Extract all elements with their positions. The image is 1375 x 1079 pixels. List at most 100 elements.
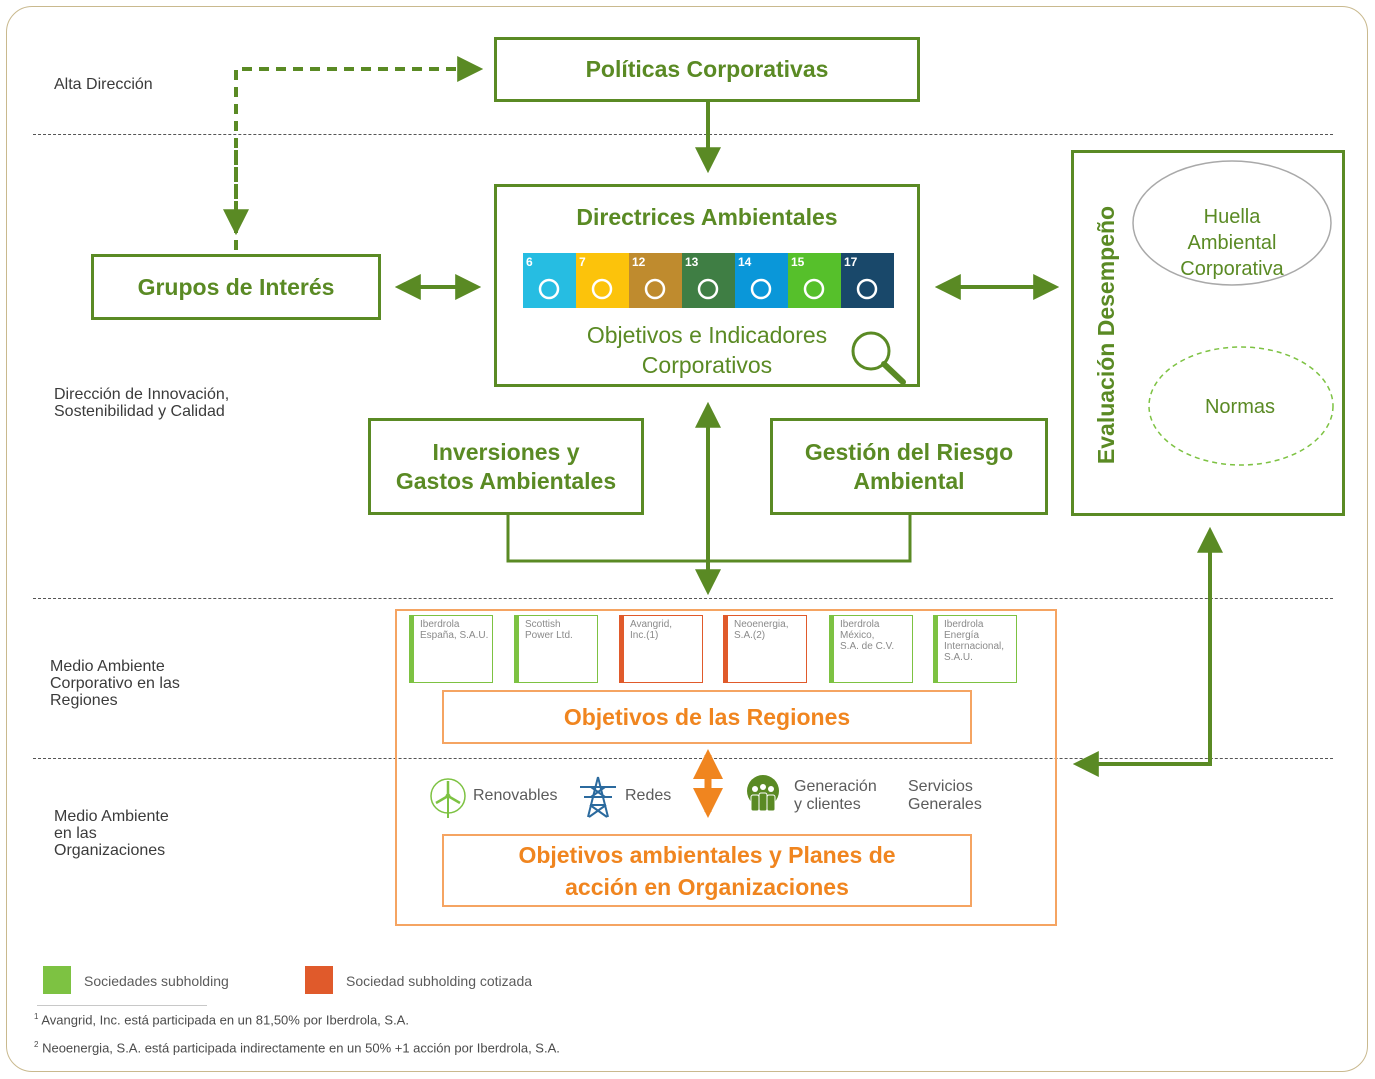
riesgo-line2: Ambiental: [853, 467, 965, 494]
arrow-evaluacion-regiones: [1072, 526, 1223, 777]
sdg-glyph: [750, 278, 772, 300]
huella-label: Huella Ambiental Corporativa: [1131, 204, 1333, 282]
level-org-line2: en las: [54, 825, 97, 842]
notes-divider: [37, 1005, 207, 1006]
sdg-14-icon: 14: [735, 253, 788, 308]
org-servicios: Servicios Generales: [908, 778, 982, 814]
org-generacion-line2: y clientes: [794, 796, 861, 813]
evaluacion-title: Evaluación Desempeño: [1093, 205, 1119, 465]
sdg-glyph: [856, 278, 878, 300]
subholding-box: Avangrid,Inc.(1): [619, 615, 703, 683]
outer-frame: [6, 6, 1368, 1072]
org-redes: Redes: [625, 787, 672, 804]
org-generacion: Generación y clientes: [794, 778, 877, 814]
riesgo-line1: Gestión del Riesgo: [804, 438, 1014, 465]
subholding-line: Inc.(1): [630, 630, 659, 641]
subholding-box: Neoenergia,S.A.(2): [723, 615, 807, 683]
box-grupos-de-interes: Grupos de Interés: [91, 254, 381, 320]
footnote-1-text: Avangrid, Inc. está participada en un 81…: [41, 1012, 409, 1028]
subholding-line: Iberdrola: [840, 619, 880, 630]
grupos-label: Grupos de Interés: [137, 273, 335, 300]
subholding-line: Power Ltd.: [525, 630, 573, 641]
separator-3: [33, 758, 1333, 759]
bracket-inversiones-riesgo: [506, 514, 912, 563]
dashed-connector: [234, 56, 484, 250]
org-generacion-line1: Generación: [794, 778, 877, 795]
sdg-glyph: [591, 278, 613, 300]
level-regiones-line3: Regiones: [50, 692, 118, 709]
footnote-2-mark: 2: [34, 1040, 39, 1049]
objetivos-indicadores: Objetivos e Indicadores Corporativos: [497, 320, 917, 380]
footnote-1: 1 Avangrid, Inc. está participada en un …: [34, 1012, 409, 1027]
level-org-line3: Organizaciones: [54, 842, 166, 859]
level-org-line1: Medio Ambiente: [54, 808, 169, 825]
legend-cotizada-label: Sociedad subholding cotizada: [346, 973, 533, 989]
box-gestion-riesgo: Gestión del Riesgo Ambiental: [770, 418, 1048, 515]
legend-swatch-cotizada: [305, 966, 333, 994]
subholding-line: Avangrid,: [630, 619, 673, 630]
separator-1: [33, 134, 1333, 135]
subholding-line: Iberdrola: [420, 619, 460, 630]
normas-ellipse: [1148, 346, 1334, 466]
sdg-number: 7: [579, 255, 586, 269]
sdg-17-icon: 17: [841, 253, 894, 308]
sdg-7-icon: 7: [576, 253, 629, 308]
box-objetivos-regiones: Objetivos de las Regiones: [442, 690, 972, 744]
box-inversiones-gastos: Inversiones y Gastos Ambientales: [368, 418, 644, 515]
huella-line2: Ambiental: [1187, 232, 1277, 254]
huella-line3: Corporativa: [1180, 258, 1284, 280]
huella-line1: Huella: [1203, 206, 1261, 228]
box-evaluacion-desempeno: Evaluación Desempeño Huella Ambiental Co…: [1071, 150, 1345, 516]
regiones-container: [395, 609, 1057, 926]
sdg-number: 6: [526, 255, 533, 269]
sdg-glyph: [697, 278, 719, 300]
subholding-line: Energía: [944, 630, 980, 641]
level-innovacion-line1: Dirección de Innovación,: [54, 386, 230, 403]
level-organizaciones: Medio Ambiente en las Organizaciones: [54, 808, 169, 859]
level-regiones-line2: Corporativo en las: [50, 675, 180, 692]
subholding-line: S.A.(2): [734, 630, 766, 641]
org-servicios-line1: Servicios: [908, 778, 973, 795]
level-regiones-line1: Medio Ambiente: [50, 658, 165, 675]
people-globe-icon: [747, 775, 779, 812]
subholding-line: Scottish: [525, 619, 561, 630]
box-politicas-corporativas: Políticas Corporativas: [494, 37, 920, 102]
sdg-number: 12: [632, 255, 646, 269]
legend-subholding-label: Sociedades subholding: [84, 973, 229, 989]
sdg-glyph: [538, 278, 560, 300]
footnote-2: 2 Neoenergia, S.A. está participada indi…: [34, 1040, 560, 1055]
subholding-line: S.A.U.: [944, 652, 973, 663]
power-tower-icon: [580, 776, 616, 818]
obj-org-line2: acción en Organizaciones: [565, 873, 849, 900]
subholding-line: México,: [840, 630, 875, 641]
level-innovacion: Dirección de Innovación, Sostenibilidad …: [54, 386, 229, 420]
sdg-glyph: [644, 278, 666, 300]
sdg-12-icon: 12: [629, 253, 682, 308]
sdg-number: 17: [844, 255, 858, 269]
legend-swatch-subholding: [43, 966, 71, 994]
sdg-number: 13: [685, 255, 699, 269]
sdg-6-icon: 6: [523, 253, 576, 308]
inversiones-line1: Inversiones y: [432, 438, 580, 465]
obj-org-line1: Objetivos ambientales y Planes de: [518, 841, 896, 868]
subholding-line: Internacional,: [944, 641, 1005, 652]
box-objetivos-organizaciones: Objetivos ambientales y Planes de acción…: [442, 834, 972, 907]
level-regiones: Medio Ambiente Corporativo en las Region…: [50, 658, 180, 709]
magnifier-icon: [851, 331, 906, 385]
normas-label: Normas: [1204, 396, 1275, 418]
directrices-title: Directrices Ambientales: [576, 204, 838, 230]
footnote-2-text: Neoenergia, S.A. está participada indire…: [42, 1040, 560, 1056]
org-servicios-line2: Generales: [908, 796, 982, 813]
level-innovacion-line2: Sostenibilidad y Calidad: [54, 403, 225, 420]
sdg-glyph: [803, 278, 825, 300]
sdg-13-icon: 13: [682, 253, 735, 308]
subholding-line: S.A. de C.V.: [840, 641, 895, 652]
politicas-label: Políticas Corporativas: [585, 56, 829, 82]
inversiones-line2: Gastos Ambientales: [395, 467, 617, 494]
org-renovables: Renovables: [473, 787, 558, 804]
